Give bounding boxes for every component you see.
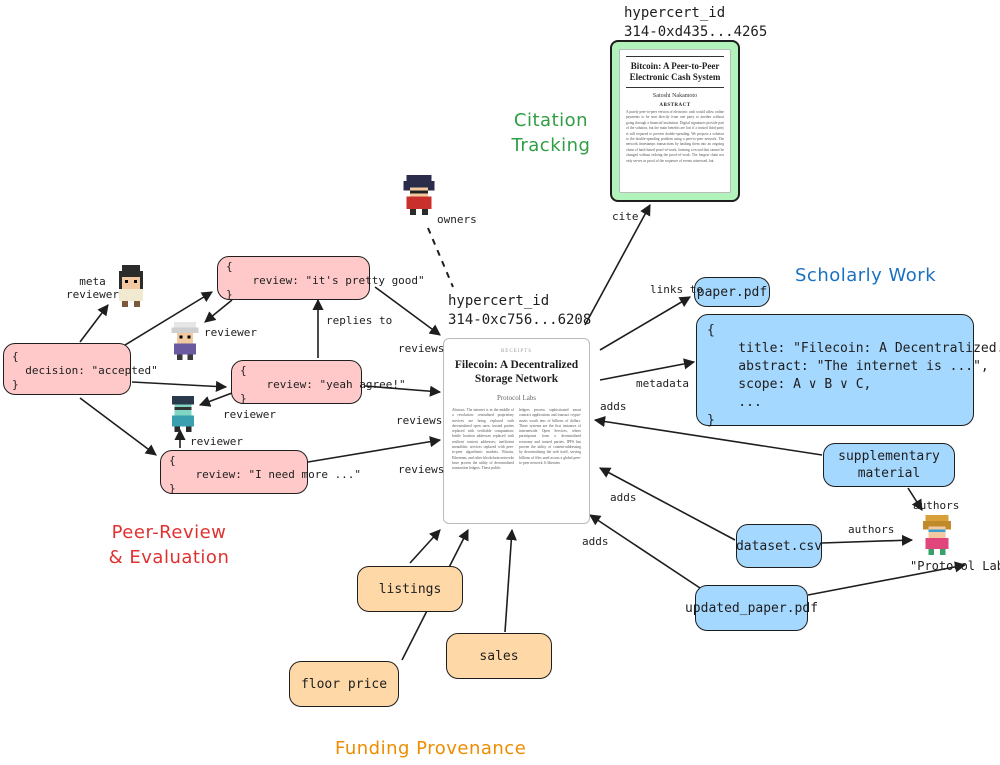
sales-node[interactable]: sales <box>446 633 552 679</box>
label-cite: cite <box>612 210 639 223</box>
paper-pdf-node[interactable]: paper.pdf <box>694 277 770 307</box>
main-paper-title: Filecoin: A Decentralized Storage Networ… <box>454 359 579 385</box>
cited-hypercert-label: hypercert_id <box>624 5 726 21</box>
label-reviews-1: reviews <box>398 342 445 355</box>
section-title-citation: Citation Tracking <box>511 110 591 156</box>
decision-node[interactable]: { decision: "accepted" } <box>3 343 158 395</box>
floor-price-node[interactable]: floor price <box>289 661 399 707</box>
main-paper-card[interactable]: RECEIPTS Filecoin: A Decentralized Stora… <box>443 338 590 524</box>
edge-decision-review2 <box>131 380 228 393</box>
edge-listings-main <box>409 529 441 564</box>
edge-review2-reviewer <box>198 392 233 407</box>
cited-paper-page: Bitcoin: A Peer-to-Peer Electronic Cash … <box>619 49 731 193</box>
cited-paper-author: Satoshi Nakamoto <box>652 93 698 99</box>
edge-review3-main <box>307 436 442 463</box>
edge-review1-main <box>374 286 441 336</box>
cited-paper-abstract: A purely peer-to-peer version of electro… <box>626 110 724 163</box>
label-links-to: links to <box>650 283 703 296</box>
edge-decision-meta-reviewer <box>79 304 109 343</box>
review-node-1[interactable]: { review: "it's pretty good" } <box>217 256 425 301</box>
label-authors-2: authors <box>848 523 895 536</box>
label-meta-reviewer: meta reviewer <box>66 275 119 301</box>
label-reviewer-2: reviewer <box>223 408 276 421</box>
main-hypercert-value: 314-0xc756...6208 <box>448 312 592 328</box>
edge-supplementary-main <box>593 416 823 456</box>
reviewer-avatar-icon <box>171 396 195 432</box>
label-reviews-2: reviews <box>396 414 443 427</box>
edge-dataset-protocol-labs <box>821 534 914 546</box>
main-hypercert-id: hypercert_id 314-0xc756...6208 <box>448 292 591 330</box>
section-title-scholarly: Scholarly Work <box>795 265 937 286</box>
owner-avatar-icon <box>403 175 435 215</box>
cited-paper-heading: ABSTRACT <box>659 103 691 108</box>
cited-paper-title: Bitcoin: A Peer-to-Peer Electronic Cash … <box>629 61 721 82</box>
label-metadata: metadata <box>636 377 689 390</box>
cited-paper-card[interactable]: Bitcoin: A Peer-to-Peer Electronic Cash … <box>610 40 740 202</box>
edge-sales-main <box>504 528 517 633</box>
meta-reviewer-avatar-icon <box>119 265 143 307</box>
main-paper-abstract-left: Abstract. The internet is in the middle … <box>452 408 514 471</box>
edge-owners-dashed <box>427 227 454 288</box>
review-node-2[interactable]: { review: "yeah agree!" } <box>231 360 406 405</box>
section-title-funding: Funding Provenance <box>335 738 527 759</box>
listings-node[interactable]: listings <box>357 566 463 612</box>
main-paper-kicker: RECEIPTS <box>500 349 533 354</box>
reviewer-avatar-icon <box>171 322 199 360</box>
cited-hypercert-id: hypercert_id 314-0xd435...4265 <box>624 4 767 42</box>
edge-updated-main <box>589 514 701 589</box>
updated-paper-node[interactable]: updated_paper.pdf <box>685 585 818 631</box>
edge-main-metadata <box>599 358 696 381</box>
main-hypercert-label: hypercert_id <box>448 293 550 309</box>
main-paper-body: Abstract. The internet is in the middle … <box>452 408 581 472</box>
label-authors-1: authors <box>913 499 960 512</box>
section-title-peer-review: Peer-Review & Evaluation <box>108 522 230 568</box>
protocol-labs-avatar-icon <box>922 515 952 555</box>
label-adds-2: adds <box>610 491 637 504</box>
edge-decision-review1 <box>124 291 213 346</box>
edge-dataset-main <box>599 467 736 541</box>
label-reviews-3: reviews <box>398 463 445 476</box>
edge-decision-review3 <box>79 397 157 456</box>
metadata-node[interactable]: { title: "Filecoin: A Decentralized...",… <box>696 314 1000 428</box>
edge-main-paperpdf <box>599 296 691 351</box>
edge-main-citation <box>584 204 651 326</box>
cited-hypercert-value: 314-0xd435...4265 <box>624 24 768 40</box>
main-paper-author: Protocol Labs <box>496 394 537 402</box>
label-reviewer-3: reviewer <box>190 435 243 448</box>
edge-supplementary-protocol-labs <box>907 487 923 511</box>
edge-updated-protocol-labs <box>807 561 967 596</box>
edge-review2-main <box>364 385 442 397</box>
label-owners: owners <box>437 213 477 226</box>
label-reviewer-1: reviewer <box>204 326 257 339</box>
supplementary-node[interactable]: supplementary material <box>823 443 955 487</box>
main-paper-abstract-right: ledgers process sophisticated smart cont… <box>519 408 581 465</box>
label-replies-to: replies to <box>326 314 393 327</box>
review-node-3[interactable]: { review: "I need more ..." } <box>160 450 361 495</box>
label-adds-3: adds <box>582 535 609 548</box>
dataset-node[interactable]: dataset.csv <box>736 524 822 568</box>
label-protocol-labs: "Protocol Labs" <box>910 559 1000 573</box>
edge-review1-reviewer <box>204 299 233 323</box>
label-adds-1: adds <box>600 400 627 413</box>
